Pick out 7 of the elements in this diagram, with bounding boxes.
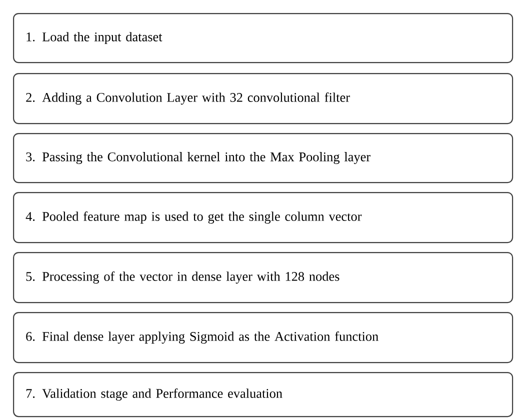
step-box: 6. Final dense layer applying Sigmoid as the Activation function xyxy=(13,312,514,364)
step-box: 7. Validation stage and Performance evaluation xyxy=(13,372,514,418)
step-box: 1. Load the input dataset xyxy=(13,13,514,64)
step-box: 3. Passing the Convolutional kernel into the Max Pooling layer xyxy=(13,133,514,184)
step-box: 5. Processing of the vector in dense layer with 128 nodes xyxy=(13,252,514,304)
step-box: 4. Pooled feature map is used to get the single column vector xyxy=(13,192,514,244)
step-box: 2. Adding a Convolution Layer with 32 convolutional filter xyxy=(13,73,514,124)
